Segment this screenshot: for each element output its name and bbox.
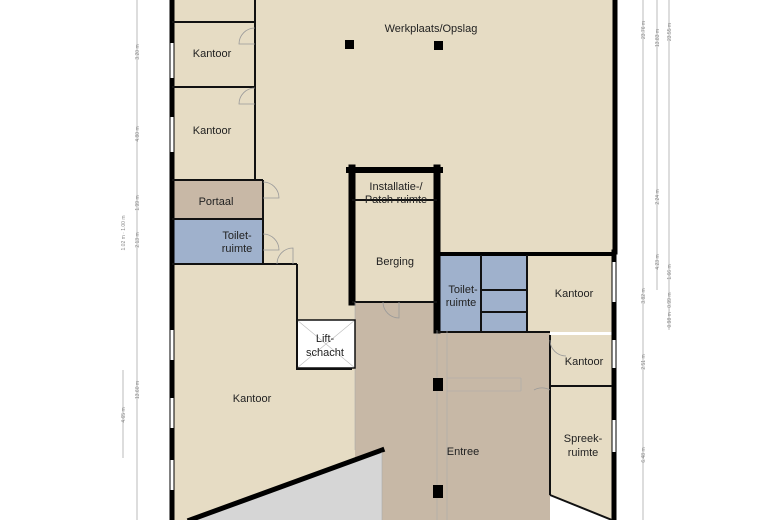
room-spreekruimte-label: Spreek- <box>564 433 603 445</box>
room-lift-label: schacht <box>306 347 344 359</box>
dimension-label: 13.83 m <box>655 29 661 47</box>
entree-area <box>355 302 550 520</box>
room-labels: Werkplaats/Opslag Kantoor Kantoor Portaa… <box>193 23 604 459</box>
spreekruimte-area <box>550 335 612 520</box>
toilet-left-area <box>172 219 263 264</box>
room-entree-label: Entree <box>447 446 479 458</box>
room-kantoor-label: Kantoor <box>193 125 232 137</box>
dimension-label: 4.23 m <box>655 254 661 269</box>
portaal-area <box>172 180 263 219</box>
room-werkplaats-label: Werkplaats/Opslag <box>385 23 478 35</box>
dimension-label: 13.60 m <box>135 381 141 399</box>
walls <box>169 0 618 520</box>
white-right-top <box>617 0 637 252</box>
dimension-label: 3.20 m <box>135 44 141 59</box>
room-kantoor-label: Kantoor <box>233 393 272 405</box>
dimensions-right: 23.76 m 13.83 m 23.55 m 2.24 m 4.23 m 3.… <box>641 0 673 520</box>
dimension-label: 6.48 m <box>641 447 647 462</box>
dimension-label: 23.76 m <box>641 21 647 39</box>
dimension-label: 0.98 m · 0.99 m <box>667 292 673 327</box>
dimensions-left: 3.20 m 4.80 m 1.99 m 2.13 m 1.02 m · 1.0… <box>121 0 141 520</box>
room-kantoor-label: Kantoor <box>555 288 594 300</box>
room-lift-label: Lift- <box>316 333 335 345</box>
room-toilet-label: Toilet- <box>448 284 478 296</box>
dimension-label: 1.99 m <box>135 195 141 210</box>
room-kantoor-label: Kantoor <box>193 48 232 60</box>
dimension-label: 3.82 m <box>641 288 647 303</box>
dimension-label: 1.66 m <box>667 264 673 279</box>
dimension-label: 2.13 m <box>135 232 141 247</box>
dimension-label: 4.65 m <box>121 407 127 422</box>
room-installatie-label: Installatie-/ <box>369 181 423 193</box>
dimension-label: 2.24 m <box>655 189 661 204</box>
room-kantoor-label: Kantoor <box>565 356 604 368</box>
doors <box>238 27 567 391</box>
room-toilet-label: ruimte <box>446 297 477 309</box>
dimension-label: 4.80 m <box>135 126 141 141</box>
room-portaal-label: Portaal <box>199 196 234 208</box>
room-spreekruimte-label: ruimte <box>568 447 599 459</box>
room-toilet-label: ruimte <box>222 243 253 255</box>
dimension-label: 23.55 m <box>667 23 673 41</box>
columns <box>345 40 443 498</box>
kantoor-right-area <box>527 255 615 332</box>
room-toilet-label: Toilet- <box>222 230 252 242</box>
dimension-label: 1.02 m · 1.00 m <box>121 215 127 250</box>
dimension-label: 2.51 m <box>641 354 647 369</box>
windows <box>170 43 616 490</box>
room-installatie-label: Patch-ruimte <box>365 194 427 206</box>
room-berging-label: Berging <box>376 256 414 268</box>
